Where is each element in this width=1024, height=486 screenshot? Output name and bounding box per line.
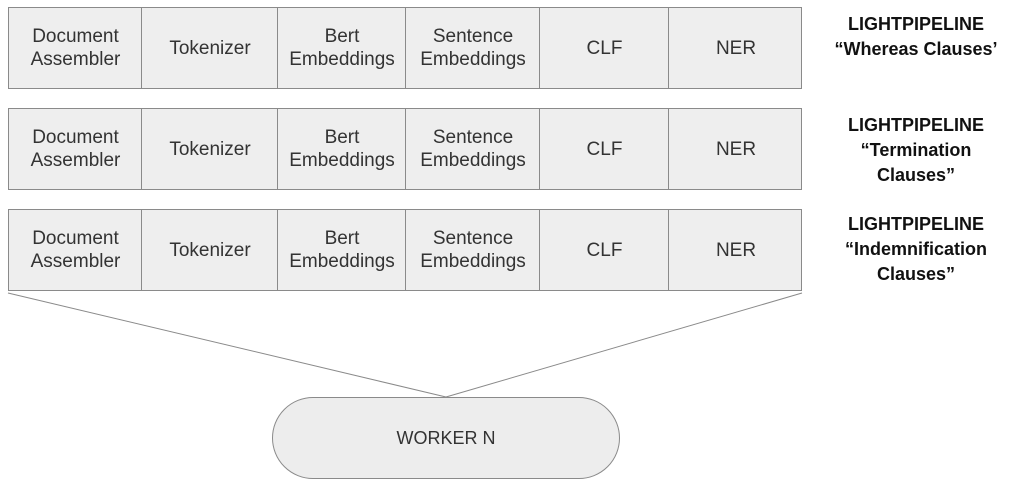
pipeline-stage: Document Assembler [30, 26, 121, 70]
worker-node: WORKER N [272, 397, 620, 479]
stage-divider [539, 210, 540, 290]
left-connector-line [7, 292, 447, 398]
pipeline-stage: CLF [586, 239, 623, 261]
pipeline-label-line: LIGHTPIPELINE [847, 14, 984, 34]
pipeline-row: Document Assembler Tokenizer Bert Embeddin… [8, 7, 802, 89]
pipeline-label-line: LIGHTPIPELINE [847, 115, 984, 135]
pipeline-stage: Sentence Embeddings [420, 127, 526, 171]
pipeline-row: Document Assembler Tokenizer Bert Embeddin… [8, 209, 802, 291]
worker-label: WORKER N [396, 427, 496, 448]
stage-divider [668, 8, 669, 88]
stage-divider [141, 210, 142, 290]
stage-divider [277, 210, 278, 290]
pipeline-stage: Sentence Embeddings [420, 26, 526, 70]
pipeline-stage: Tokenizer [169, 37, 251, 59]
stage-divider [277, 109, 278, 189]
pipeline-stage: Tokenizer [169, 239, 251, 261]
pipeline-stage: Tokenizer [169, 138, 251, 160]
pipeline-stage: NER [715, 37, 757, 59]
pipeline-label-line: “Termination [860, 140, 972, 160]
stage-divider [141, 109, 142, 189]
pipeline-stage: Document Assembler [30, 127, 121, 171]
pipeline-stage: NER [715, 239, 757, 261]
stage-divider [405, 210, 406, 290]
stage-divider [277, 8, 278, 88]
pipeline-label-line: LIGHTPIPELINE [847, 214, 984, 234]
stage-divider [405, 109, 406, 189]
pipeline-label-line: Clauses” [876, 165, 956, 185]
pipeline-label-line: Clauses” [876, 264, 956, 284]
pipeline-stage: Bert Embeddings [289, 127, 395, 171]
pipeline-label-line: “Indemnification [844, 239, 987, 259]
stage-divider [141, 8, 142, 88]
stage-divider [539, 8, 540, 88]
pipeline-stage: Bert Embeddings [289, 228, 395, 272]
stage-divider [668, 210, 669, 290]
stage-divider [668, 109, 669, 189]
stage-divider [539, 109, 540, 189]
pipeline-stage: NER [715, 138, 757, 160]
pipeline-stage: Document Assembler [30, 228, 121, 272]
pipeline-stage: Sentence Embeddings [420, 228, 526, 272]
pipeline-stage: Bert Embeddings [289, 26, 395, 70]
pipeline-row: Document Assembler Tokenizer Bert Embeddin… [8, 108, 802, 190]
pipeline-stage: CLF [586, 37, 623, 59]
pipeline-label: LIGHTPIPELINE “Whereas Clauses’ [812, 12, 1020, 62]
right-connector-line [445, 292, 803, 398]
stage-divider [405, 8, 406, 88]
pipeline-label-line: “Whereas Clauses’ [834, 39, 998, 59]
pipeline-stage: CLF [586, 138, 623, 160]
